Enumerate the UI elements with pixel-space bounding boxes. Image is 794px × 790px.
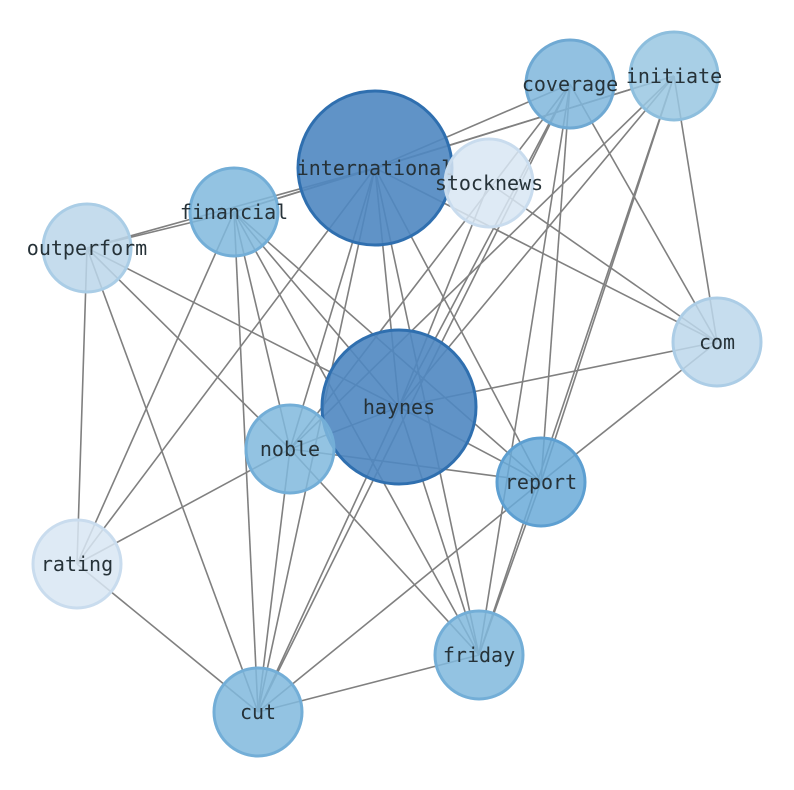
node-label-haynes: haynes [363, 395, 435, 419]
node-label-rating: rating [41, 552, 113, 576]
node-label-friday: friday [443, 643, 515, 667]
node-circle-noble [244, 403, 336, 495]
node-label-outperform: outperform [27, 236, 147, 260]
node-layer: international haynes coverage initiate stock… [27, 30, 763, 758]
edge-report-cut [257, 481, 542, 713]
node-rating: rating [31, 518, 123, 610]
node-label-financial: financial [180, 200, 288, 224]
node-circle-stocknews [443, 137, 535, 229]
node-coverage: coverage [522, 38, 618, 130]
node-circle-initiate [628, 30, 720, 122]
edge-noble-friday [289, 448, 480, 656]
edge-outperform-rating [76, 247, 88, 565]
edge-stocknews-com [488, 182, 718, 343]
node-label-coverage: coverage [522, 72, 618, 96]
node-international: international [296, 89, 454, 247]
node-circle-financial [188, 166, 280, 258]
node-circle-com [671, 296, 763, 388]
node-label-cut: cut [240, 700, 276, 724]
node-friday: friday [433, 609, 525, 701]
node-label-com: com [699, 330, 735, 354]
edge-international-rating [76, 167, 376, 565]
node-circle-outperform [41, 202, 133, 294]
node-cut: cut [212, 666, 304, 758]
edge-coverage-friday [478, 83, 571, 656]
node-circle-coverage [524, 38, 616, 130]
node-initiate: initiate [626, 30, 722, 122]
node-label-report: report [505, 470, 577, 494]
node-label-initiate: initiate [626, 64, 722, 88]
node-outperform: outperform [27, 202, 147, 294]
node-haynes: haynes [320, 328, 478, 486]
node-label-noble: noble [260, 437, 320, 461]
edge-coverage-report [540, 83, 571, 483]
node-label-stocknews: stocknews [435, 171, 543, 195]
node-noble: noble [244, 403, 336, 495]
node-label-international: international [297, 156, 454, 180]
node-circle-report [495, 436, 587, 528]
edge-outperform-cut [86, 247, 259, 713]
edge-outperform-noble [86, 247, 291, 450]
edge-financial-cut [233, 211, 259, 713]
node-circle-haynes [320, 328, 478, 486]
node-circle-rating [31, 518, 123, 610]
node-report: report [495, 436, 587, 528]
edge-financial-rating [76, 211, 235, 565]
node-financial: financial [180, 166, 288, 258]
edge-coverage-com [569, 83, 718, 343]
node-circle-cut [212, 666, 304, 758]
edge-initiate-friday [478, 75, 675, 656]
node-com: com [671, 296, 763, 388]
node-circle-friday [433, 609, 525, 701]
node-stocknews: stocknews [435, 137, 543, 229]
